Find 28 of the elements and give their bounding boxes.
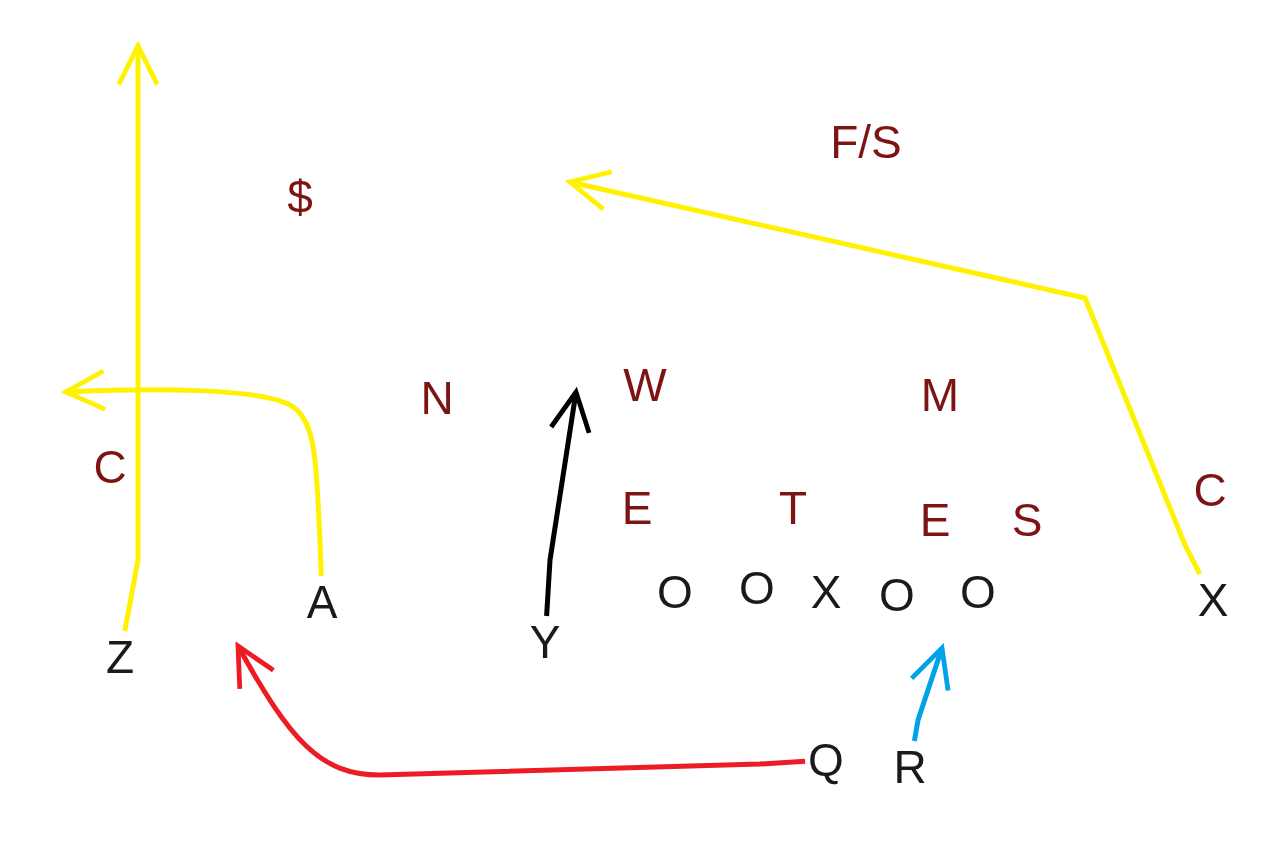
player-label: Q bbox=[808, 737, 844, 783]
player-label: Z bbox=[105, 634, 135, 680]
defender-label: W bbox=[623, 362, 667, 408]
defender-label: C bbox=[93, 444, 127, 490]
lineman-label: O bbox=[739, 565, 775, 611]
route-arrow bbox=[116, 43, 160, 632]
defender-label: S bbox=[1011, 497, 1043, 543]
defender-label: T bbox=[778, 485, 808, 531]
route-arrow bbox=[63, 368, 324, 577]
lineman-label: O bbox=[960, 569, 996, 615]
lineman-label: O bbox=[657, 569, 693, 615]
route-arrow bbox=[567, 169, 1203, 576]
defender-label: F/S bbox=[830, 119, 902, 165]
defender-label: N bbox=[420, 375, 454, 421]
route-arrow bbox=[544, 389, 592, 617]
player-label: A bbox=[306, 579, 338, 625]
route-arrow bbox=[909, 645, 951, 742]
defender-label: E bbox=[919, 497, 951, 543]
player-label: X bbox=[1197, 577, 1229, 623]
defender-label: C bbox=[1193, 467, 1227, 513]
player-label: R bbox=[893, 744, 927, 790]
defender-label: M bbox=[920, 372, 960, 418]
defender-label: E bbox=[621, 485, 653, 531]
route-arrow bbox=[235, 643, 806, 778]
lineman-label: X bbox=[810, 569, 842, 615]
lineman-label: O bbox=[879, 572, 915, 618]
defender-label: $ bbox=[287, 174, 313, 220]
player-label: Y bbox=[529, 619, 561, 665]
